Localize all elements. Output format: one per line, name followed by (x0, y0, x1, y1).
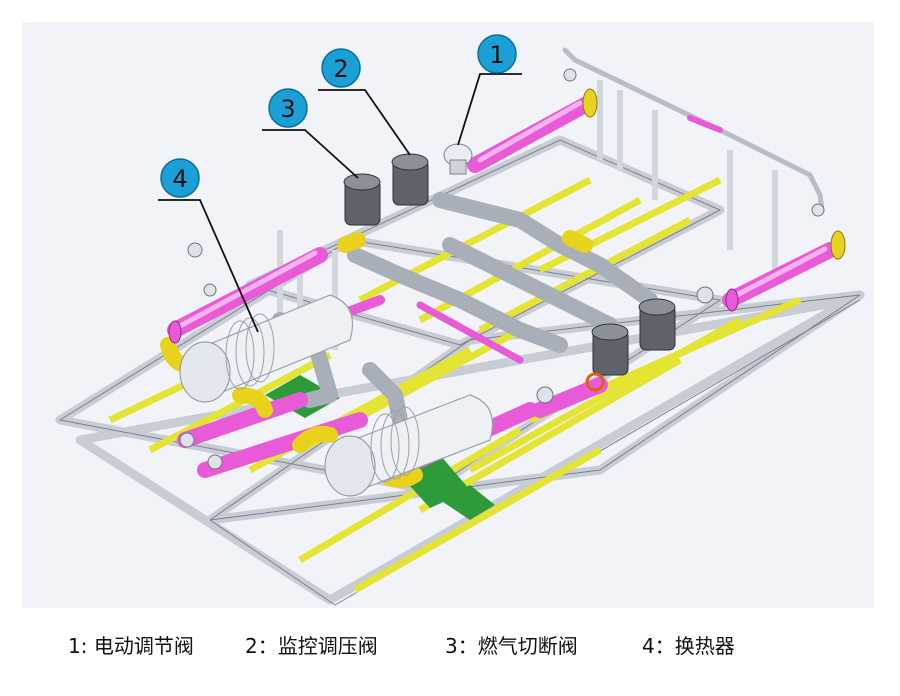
leader-line-3 (262, 129, 359, 179)
legend-item-heat-exchanger: 4：换热器 (642, 634, 735, 658)
overhead-pipe (562, 47, 825, 213)
callout-3: 3 (268, 88, 308, 128)
heat-exchanger-upper (179, 294, 354, 403)
callout-1: 1 (477, 34, 517, 74)
legend-item-control-valve: 1: 电动调节阀 (68, 634, 194, 658)
leader-line-4 (158, 199, 259, 333)
control-valve (443, 143, 473, 175)
render-panel (22, 22, 874, 608)
leader-line-2 (318, 89, 411, 156)
callout-2: 2 (321, 48, 361, 88)
legend-item-shutoff-valve: 3：燃气切断阀 (445, 634, 578, 658)
callout-4-label: 4 (172, 165, 187, 193)
callout-3-label: 3 (280, 95, 295, 123)
callout-4: 4 (160, 158, 200, 198)
regulator-valves (343, 153, 676, 376)
gauges (179, 68, 825, 470)
skid-diagram: 1 2 3 4 (55, 34, 865, 606)
leader-lines (158, 73, 522, 333)
callout-2-label: 2 (333, 55, 348, 83)
heat-exchanger-lower (324, 394, 494, 497)
callout-1-label: 1 (489, 41, 504, 69)
flanges (168, 88, 846, 392)
magenta-line-shading (177, 100, 828, 329)
legend: 1: 电动调节阀 2：监控调压阀 3：燃气切断阀 4：换热器 (0, 622, 900, 662)
legend-item-monitor-regulator: 2：监控调压阀 (245, 634, 378, 658)
leader-line-1 (457, 73, 522, 146)
